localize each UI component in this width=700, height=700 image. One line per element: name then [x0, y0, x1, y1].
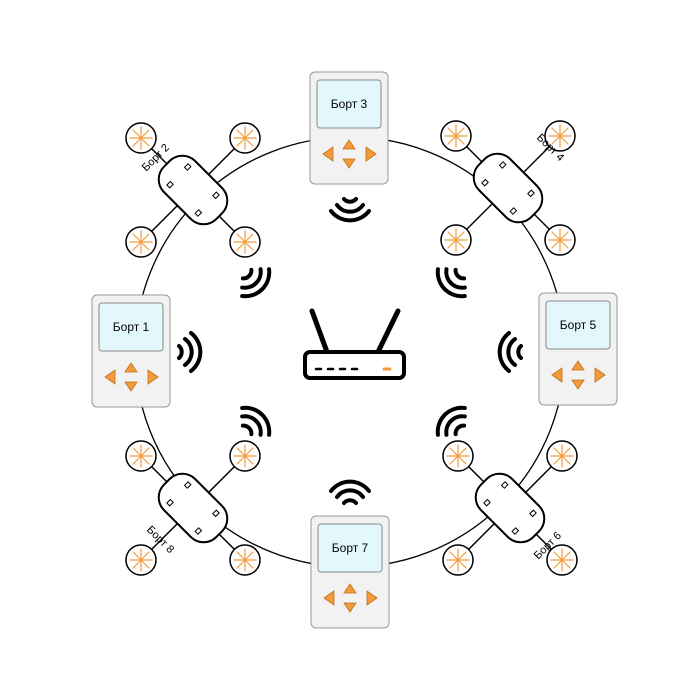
arrow-icon [104, 362, 159, 392]
wifi-signal-icon [329, 479, 371, 505]
controller-label: Борт 3 [331, 97, 368, 111]
arrow-icon [323, 583, 378, 613]
router-icon [303, 308, 406, 380]
wifi-signal-icon [431, 261, 473, 303]
quadcopter-icon [126, 441, 260, 575]
arrow-icon [322, 139, 377, 169]
wifi-signal-icon [497, 331, 523, 373]
controller-label: Борт 5 [560, 318, 597, 332]
remote-controller-icon: Борт 3 [309, 71, 389, 185]
wifi-signal-icon [431, 401, 473, 443]
remote-controller-icon: Борт 5 [538, 292, 618, 406]
quadcopter-icon [126, 123, 260, 257]
remote-controller-icon: Борт 1 [91, 294, 171, 408]
arrow-icon [551, 360, 606, 390]
wifi-signal-icon [329, 197, 371, 223]
wifi-signal-icon [234, 261, 276, 303]
quadcopter-icon [443, 441, 577, 575]
quadcopter-icon [441, 121, 575, 255]
wifi-signal-icon [234, 401, 276, 443]
controller-label: Борт 7 [332, 541, 369, 555]
controller-label: Борт 1 [113, 320, 150, 334]
remote-controller-icon: Борт 7 [310, 515, 390, 629]
wifi-signal-icon [177, 331, 203, 373]
